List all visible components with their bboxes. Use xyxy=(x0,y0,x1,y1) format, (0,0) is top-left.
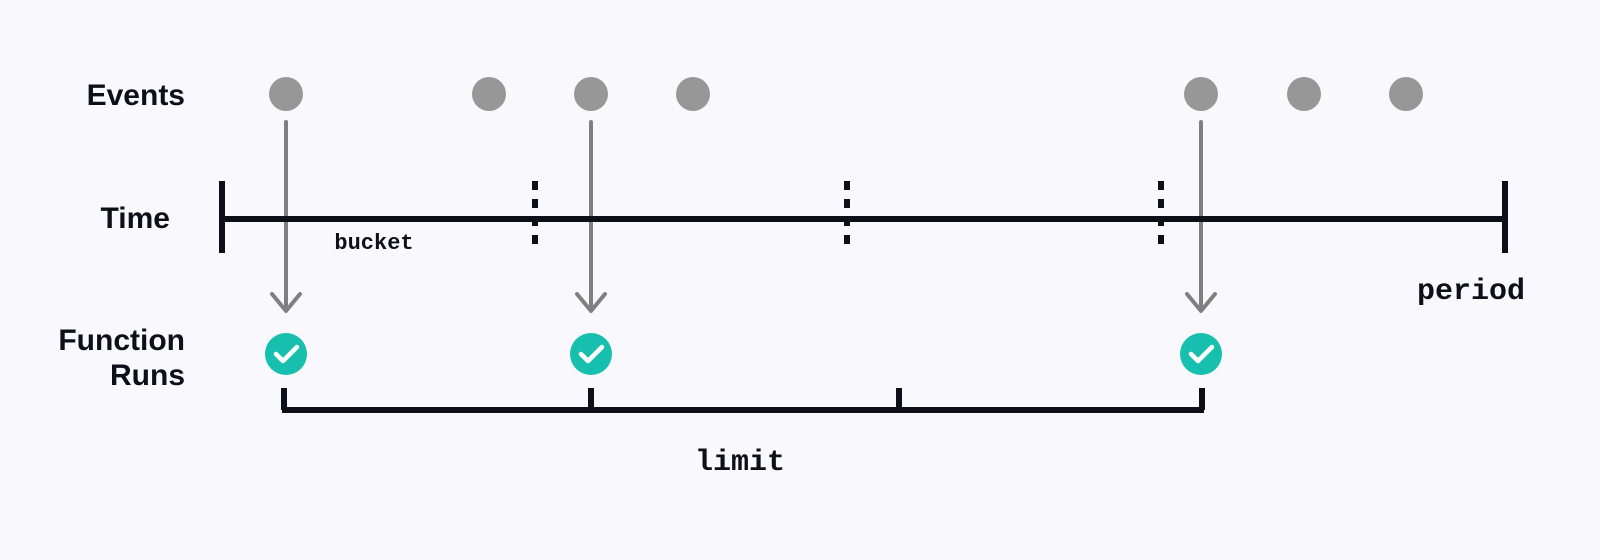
run-status-circle xyxy=(265,333,307,375)
check-icon xyxy=(1188,344,1215,364)
function-run-success-badge[interactable] xyxy=(570,333,612,375)
arrow-head-icon xyxy=(1185,292,1217,313)
event-dot[interactable] xyxy=(269,77,303,111)
function-runs-row-label-line1: Function xyxy=(58,324,185,357)
event-dot[interactable] xyxy=(676,77,710,111)
time-axis: bucket period xyxy=(219,181,1525,309)
event-dot[interactable] xyxy=(1184,77,1218,111)
limit-bracket xyxy=(281,388,1205,413)
events-dot-group xyxy=(269,77,1423,111)
time-row-label: Time xyxy=(101,202,170,235)
arrow-head-icon xyxy=(575,292,607,313)
check-icon xyxy=(578,344,605,364)
event-dot[interactable] xyxy=(1389,77,1423,111)
function-runs-row-label-line2: Runs xyxy=(110,359,185,392)
events-row-label: Events xyxy=(87,79,185,112)
run-status-circle xyxy=(570,333,612,375)
event-dot[interactable] xyxy=(1287,77,1321,111)
run-status-circle xyxy=(1180,333,1222,375)
function-run-group xyxy=(265,333,1222,375)
event-dot[interactable] xyxy=(472,77,506,111)
check-icon xyxy=(273,344,300,364)
period-label: period xyxy=(1417,275,1525,309)
function-run-success-badge[interactable] xyxy=(1180,333,1222,375)
function-run-success-badge[interactable] xyxy=(265,333,307,375)
bucket-label: bucket xyxy=(334,231,413,256)
event-dot[interactable] xyxy=(574,77,608,111)
arrow-head-icon xyxy=(270,292,302,313)
limit-label: limit xyxy=(695,446,785,480)
